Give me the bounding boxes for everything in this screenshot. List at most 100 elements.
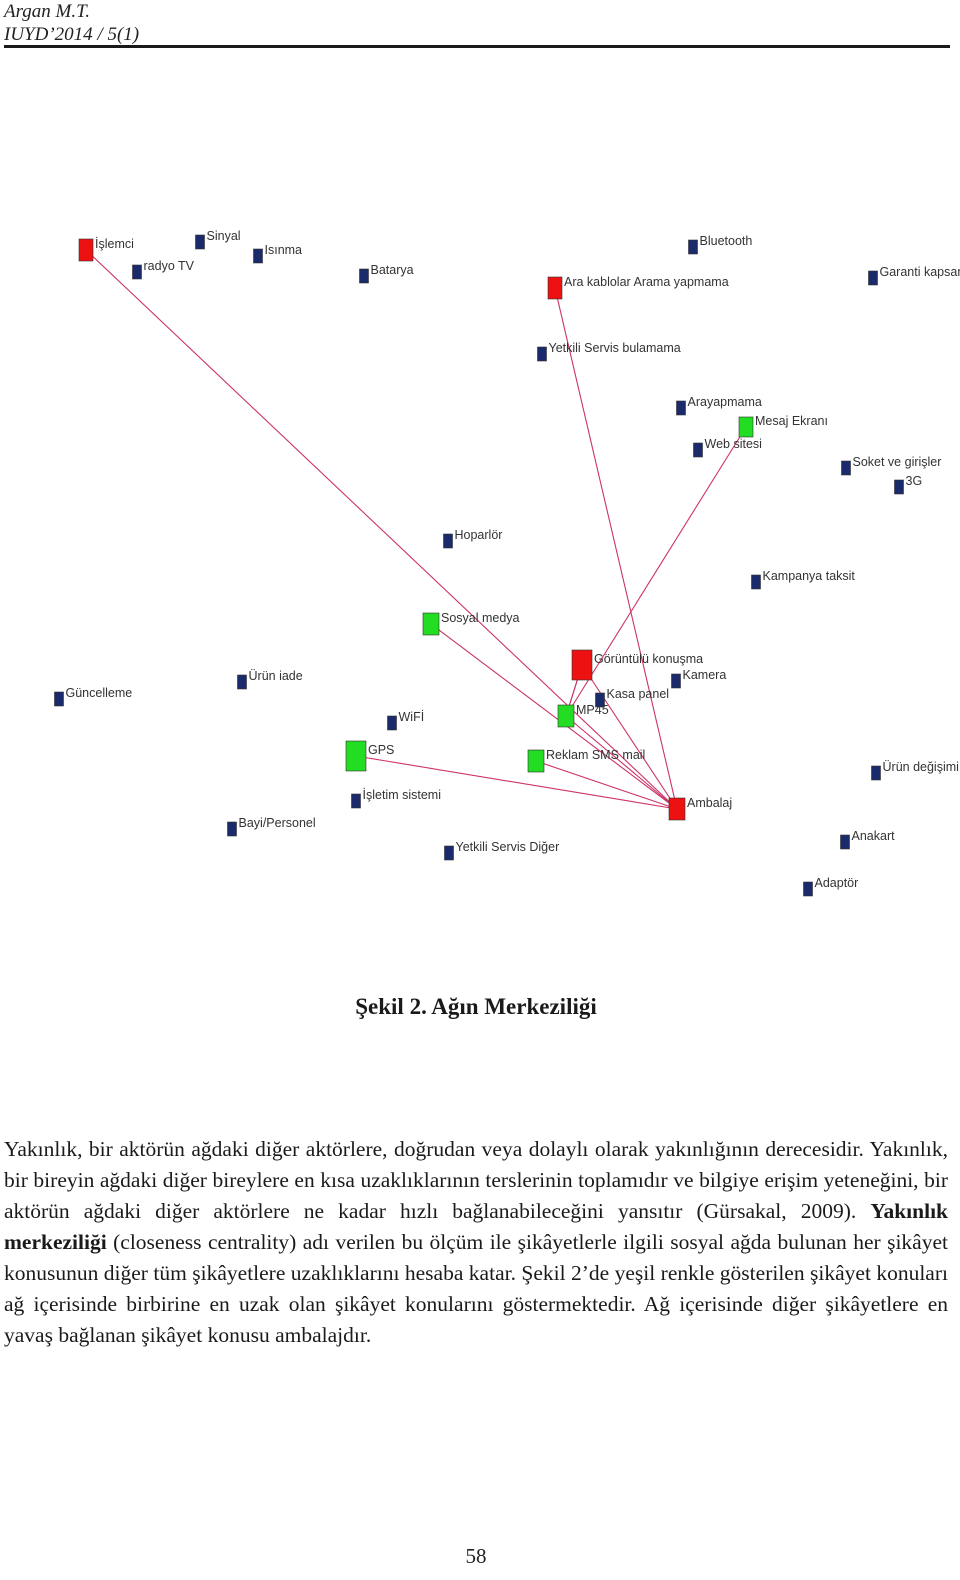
page-number: 58	[465, 1544, 487, 1568]
node-bayi: Bayi/Personel	[227, 816, 316, 837]
node-label: Görüntülü konuşma	[594, 652, 703, 666]
node-marker-yetkiliservisdiger	[444, 845, 454, 861]
node-marker-urundegisimi	[871, 765, 881, 781]
node-label: Hoparlör	[455, 528, 503, 542]
node-sinyal: Sinyal	[195, 229, 241, 250]
node-adaptor: Adaptör	[803, 876, 859, 897]
node-marker-arayapmama	[676, 400, 686, 416]
node-islemci: İşlemci	[78, 237, 134, 262]
node-marker-gps	[345, 740, 367, 772]
edge-ambalaj-reklam	[535, 759, 678, 810]
node-marker-reklam	[527, 749, 545, 773]
node-marker-yetkiliservis	[537, 346, 547, 362]
node-kamera: Kamera	[671, 668, 727, 689]
edge-ambalaj-goruntulu	[581, 664, 678, 810]
edge-ambalaj-mp45	[565, 715, 678, 810]
node-marker-goruntulu	[571, 649, 593, 681]
node-marker-garanti	[868, 270, 878, 286]
node-label: Kampanya taksit	[763, 569, 856, 583]
node-guncelleme: Güncelleme	[54, 686, 132, 707]
node-mp45: MP45	[557, 703, 609, 728]
node-label: Bluetooth	[700, 234, 753, 248]
header-rule	[4, 45, 950, 48]
node-label: 3G	[906, 474, 923, 488]
node-label: Garanti kapsamı	[880, 265, 960, 279]
node-label: Ara kablolar Arama yapmama	[564, 275, 729, 289]
node-marker-websitesi	[693, 442, 703, 458]
edge-ambalaj-arakablolar	[552, 287, 678, 810]
node-batarya: Batarya	[359, 263, 414, 284]
node-marker-radyotv	[132, 264, 142, 280]
node-label: Batarya	[371, 263, 414, 277]
paragraph-bold-term: Yakınlık merkeziliği	[4, 1199, 948, 1254]
node-bluetooth: Bluetooth	[688, 234, 753, 255]
node-marker-sinyal	[195, 234, 205, 250]
node-ambalaj: Ambalaj	[668, 796, 732, 821]
node-marker-kampanya	[751, 574, 761, 590]
node-marker-arakablolar	[547, 276, 563, 300]
journal-issue: IUYD’2014 / 5(1)	[4, 24, 140, 45]
node-label: GPS	[368, 743, 394, 757]
node-marker-mp45	[557, 704, 575, 728]
node-kasapanel: Kasa panel	[595, 687, 670, 708]
node-marker-sosyalmedya	[422, 612, 440, 636]
node-anakart: Anakart	[840, 829, 896, 850]
node-arakablolar: Ara kablolar Arama yapmama	[547, 275, 729, 300]
paragraph-text-1: Yakınlık, bir aktörün ağdaki diğer aktör…	[4, 1137, 948, 1223]
edges-layer	[85, 249, 747, 810]
node-isinma: Isınma	[253, 243, 302, 264]
node-reklam: Reklam SMS mail	[527, 748, 645, 773]
node-soket: Soket ve girişler	[841, 455, 942, 476]
node-radyotv: radyo TV	[132, 259, 195, 280]
node-label: Yetkili Servis Diğer	[456, 840, 560, 854]
node-label: Anakart	[852, 829, 896, 843]
node-marker-anakart	[840, 834, 850, 850]
node-label: radyo TV	[144, 259, 195, 273]
node-websitesi: Web sitesi	[693, 437, 762, 458]
node-marker-islemci	[78, 238, 94, 262]
edge-ambalaj-islemci	[85, 249, 678, 810]
node-hoparlor: Hoparlör	[443, 528, 503, 549]
body-paragraph: Yakınlık, bir aktörün ağdaki diğer aktör…	[4, 1134, 948, 1351]
node-label: Web sitesi	[705, 437, 762, 451]
node-marker-soket	[841, 460, 851, 476]
node-arayapmama: Arayapmama	[676, 395, 762, 416]
node-sosyalmedya: Sosyal medya	[422, 611, 520, 636]
node-isletim: İşletim sistemi	[351, 788, 441, 809]
node-label: Sinyal	[207, 229, 241, 243]
edge-ambalaj-sosyalmedya	[430, 623, 678, 810]
node-label: Reklam SMS mail	[546, 748, 645, 762]
node-kampanya: Kampanya taksit	[751, 569, 856, 590]
node-label: Arayapmama	[688, 395, 762, 409]
figure-caption: Şekil 2. Ağın Merkeziliği	[355, 994, 597, 1019]
paragraph-text-2: (closeness centrality) adı verilen bu öl…	[4, 1230, 948, 1347]
node-label: MP45	[576, 703, 609, 717]
node-marker-g3	[894, 479, 904, 495]
node-label: Sosyal medya	[441, 611, 520, 625]
node-label: Kamera	[683, 668, 727, 682]
node-label: Kasa panel	[607, 687, 670, 701]
node-label: Yetkili Servis bulamama	[549, 341, 681, 355]
node-marker-ambalaj	[668, 797, 686, 821]
node-marker-adaptor	[803, 881, 813, 897]
node-g3: 3G	[894, 474, 923, 495]
node-marker-kamera	[671, 673, 681, 689]
node-label: Mesaj Ekranı	[755, 414, 828, 428]
node-marker-bluetooth	[688, 239, 698, 255]
node-yetkiliservisdiger: Yetkili Servis Diğer	[444, 840, 560, 861]
node-goruntulu: Görüntülü konuşma	[571, 649, 703, 681]
node-label: Adaptör	[815, 876, 859, 890]
node-marker-kasapanel	[595, 692, 605, 708]
node-label: Bayi/Personel	[239, 816, 316, 830]
node-gps: GPS	[345, 740, 394, 772]
node-urundegisimi: Ürün değişimi	[871, 760, 959, 781]
node-garanti: Garanti kapsamı	[868, 265, 960, 286]
node-marker-wifi	[387, 715, 397, 731]
node-uruniade: Ürün iade	[237, 669, 303, 690]
node-label: Soket ve girişler	[853, 455, 942, 469]
node-mesajekrani: Mesaj Ekranı	[738, 414, 828, 438]
node-label: Ürün iade	[249, 669, 303, 683]
edge-ambalaj-gps	[355, 753, 678, 810]
